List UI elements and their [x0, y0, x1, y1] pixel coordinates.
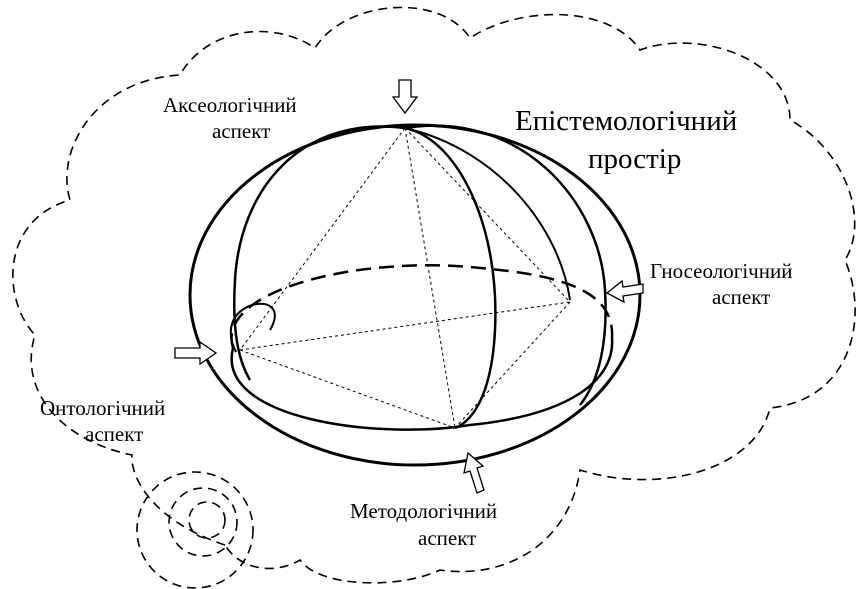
right-meridian — [404, 124, 607, 406]
gnoseological-arrow-icon — [605, 279, 644, 304]
edge-left-bottom — [239, 349, 456, 429]
front-meridian — [404, 126, 497, 430]
edge-top-bottom — [404, 127, 456, 429]
axiological-label-line2: аспект — [212, 119, 270, 143]
left-meridian — [232, 125, 406, 381]
epistemological-space-cloud — [12, 6, 856, 584]
space-label-line2: простір — [588, 143, 681, 175]
outer-dashed-circle — [136, 471, 254, 589]
ontological-label-line2: аспект — [85, 422, 143, 446]
axiological-arrow-icon — [391, 79, 419, 115]
edge-top-right — [404, 127, 571, 303]
edge-top-left — [239, 127, 406, 351]
right-inner-meridian — [404, 127, 571, 301]
space-label-line1: Епістемологічний — [515, 105, 737, 137]
gnoseological-label-line2: аспект — [712, 285, 770, 309]
gnoseological-label-line1: Гносеологічний — [650, 259, 792, 283]
left-lobe — [229, 302, 276, 353]
inner-dashed-circle — [188, 501, 226, 539]
methodological-label-line2: аспект — [418, 526, 476, 550]
methodological-label-line1: Методологічний — [350, 499, 497, 523]
equator-back-arc — [230, 264, 614, 349]
ontological-arrow-icon — [174, 340, 218, 366]
axiological-label-line1: Аксеологічний — [163, 93, 297, 117]
sphere-outline — [188, 123, 642, 467]
tetrahedron-edges — [239, 127, 571, 429]
edge-left-right — [239, 301, 571, 351]
edge-right-bottom — [454, 301, 571, 429]
middle-dashed-circle — [168, 487, 238, 557]
ontological-label-line1: Онтологічний — [40, 396, 165, 420]
small-dashed-circles — [136, 471, 254, 589]
methodological-arrow-icon — [463, 451, 485, 494]
